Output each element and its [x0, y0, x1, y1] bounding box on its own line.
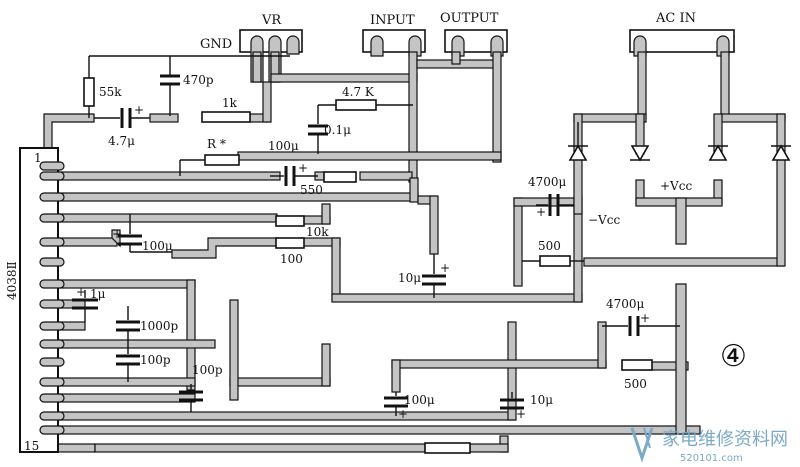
label-gnd: GND	[200, 37, 232, 52]
resistor-55k	[83, 77, 95, 107]
resistor-r-star	[204, 154, 240, 166]
capacitor-10u-mid	[422, 254, 446, 298]
capacitor-10u-bottom	[500, 392, 524, 410]
resistor-10k	[275, 215, 305, 227]
capacitor-100u-top	[270, 166, 318, 186]
label-ac-in: AC IN	[655, 11, 696, 26]
label-0-1u: 0.1μ	[324, 123, 351, 137]
label-plus-4-7u: +	[134, 103, 144, 117]
label-100u-top: 100μ	[268, 139, 299, 153]
label-4-7u: 4.7μ	[108, 134, 135, 148]
label-plus-100u-bottom: +	[398, 407, 408, 421]
capacitor-0-1u	[308, 105, 328, 154]
label-1000p: 1000p	[140, 319, 179, 333]
label-plus-100u-left: +	[112, 227, 122, 241]
capacitor-100p-b	[179, 384, 203, 412]
label-input: INPUT	[370, 13, 415, 28]
pcb-traces	[43, 51, 786, 453]
diode-4	[771, 144, 791, 161]
label-plus-vcc: +Vcc	[660, 179, 692, 193]
label-ic-part: 4038Ⅱ	[5, 261, 19, 300]
labels: VR GND INPUT OUTPUT AC IN 1 15 4038Ⅱ 55k…	[5, 11, 747, 453]
capacitors	[72, 56, 680, 416]
capacitor-4700u-bottom	[602, 316, 680, 336]
label-10u-bottom: 10μ	[530, 393, 553, 407]
label-500-top: 500	[538, 239, 561, 253]
label-output: OUTPUT	[440, 11, 499, 26]
label-500-bottom: 500	[624, 377, 647, 391]
connector-ac-in	[629, 29, 735, 57]
resistor-4-7k	[335, 99, 377, 111]
label-100u-bottom: 100μ	[404, 393, 435, 407]
resistor-550	[323, 171, 357, 183]
label-ic-pin-1: 1	[34, 151, 42, 165]
label-plus-10u-bottom: +	[516, 407, 526, 421]
capacitor-4700u-top	[536, 194, 574, 216]
resistor-500-top	[539, 255, 571, 267]
watermark: 家电维修资料网 520101.com	[630, 427, 788, 464]
resistor-bottom-rail	[424, 442, 471, 454]
label-plus-1u: +	[76, 285, 86, 299]
label-minus-vcc: −Vcc	[588, 213, 620, 227]
watermark-url: 520101.com	[680, 453, 743, 464]
watermark-logo-icon	[630, 427, 654, 463]
label-4-7k: 4.7 K	[342, 85, 375, 99]
label-plus-10u-mid: +	[440, 261, 450, 275]
capacitor-470p	[160, 56, 180, 116]
label-100u-left: 100μ	[142, 239, 173, 253]
resistor-1k	[201, 111, 251, 123]
label-470p: 470p	[183, 73, 214, 87]
label-4700u-bottom: 4700μ	[606, 297, 645, 311]
resistors	[83, 55, 653, 454]
label-4700u-top: 4700μ	[528, 175, 567, 189]
label-vr: VR	[261, 13, 282, 28]
capacitor-100p-a	[116, 344, 140, 382]
diode-1	[568, 122, 588, 161]
label-10u-mid: 10μ	[398, 271, 421, 285]
label-100: 100	[280, 252, 303, 266]
diode-bridge	[568, 122, 791, 162]
watermark-title: 家电维修资料网	[662, 429, 788, 450]
label-10k: 10k	[306, 225, 329, 239]
resistor-500-bottom	[621, 359, 653, 371]
diode-2	[630, 145, 650, 162]
label-r-star: R *	[207, 137, 226, 151]
capacitor-1u	[72, 290, 98, 322]
resistor-100	[275, 237, 305, 249]
diode-3	[708, 144, 728, 161]
connector-input	[362, 29, 426, 57]
capacitor-100u-left	[118, 214, 172, 253]
label-100p-a: 100p	[140, 353, 171, 367]
label-plus-4700u-bottom: +	[640, 311, 650, 325]
label-1k: 1k	[222, 96, 238, 110]
ic-4038	[19, 147, 65, 453]
label-plus-100u-top: +	[298, 161, 308, 175]
connector-output	[444, 29, 508, 57]
capacitor-100u-bottom	[384, 392, 408, 416]
label-plus-4700u-top: +	[536, 205, 546, 219]
capacitor-1000p	[116, 306, 140, 344]
label-ic-pin-15: 15	[24, 439, 39, 453]
label-1u: 1μ	[90, 287, 106, 301]
label-100p-b: 100p	[192, 363, 223, 377]
label-550: 550	[300, 183, 323, 197]
capacitor-4-7u	[94, 108, 150, 128]
label-55k: 55k	[99, 85, 122, 99]
figure-number: ④	[720, 339, 747, 374]
